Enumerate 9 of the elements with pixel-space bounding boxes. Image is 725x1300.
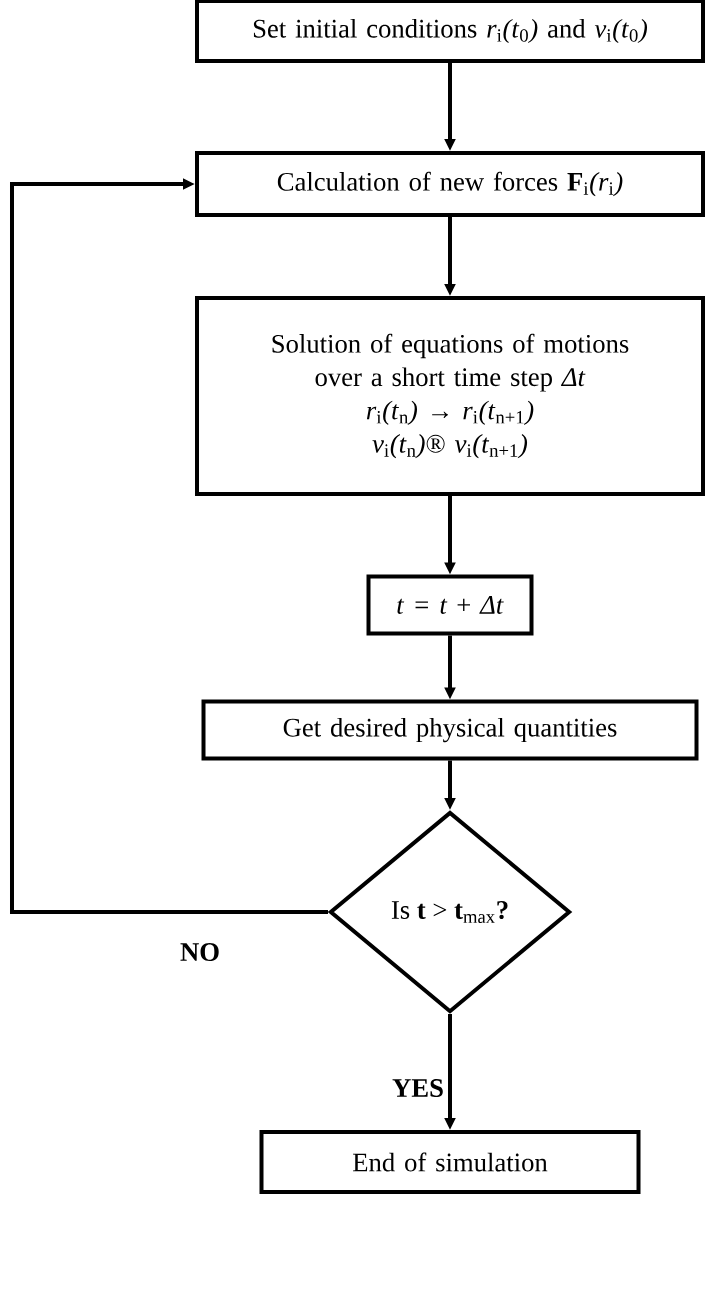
process-box: Solution of equations of motions over a short time step Δt r$_{i}$(t$_{n}$) → r$_{i}$(t$_{n+1}$) v$_{i}$(t$_{n}$)® v$_{i}$(t$_{n+1}$) — [195, 296, 705, 496]
process-box: Set initial conditions r$_{i}$(t$_{0}$) and v$_{i}$(t$_{0}$) — [195, 0, 705, 63]
edge-label: YES — [390, 1077, 446, 1099]
process-box: t = t + Δt — [366, 574, 534, 636]
process-box: Get desired physical quantities — [201, 699, 699, 761]
process-box: End of simulation — [259, 1130, 641, 1194]
process-box: Calculation of new forces F$_{i}$(r$_{i}$) — [195, 151, 705, 217]
arrow — [10, 178, 328, 914]
edge-label: NO — [178, 941, 222, 963]
